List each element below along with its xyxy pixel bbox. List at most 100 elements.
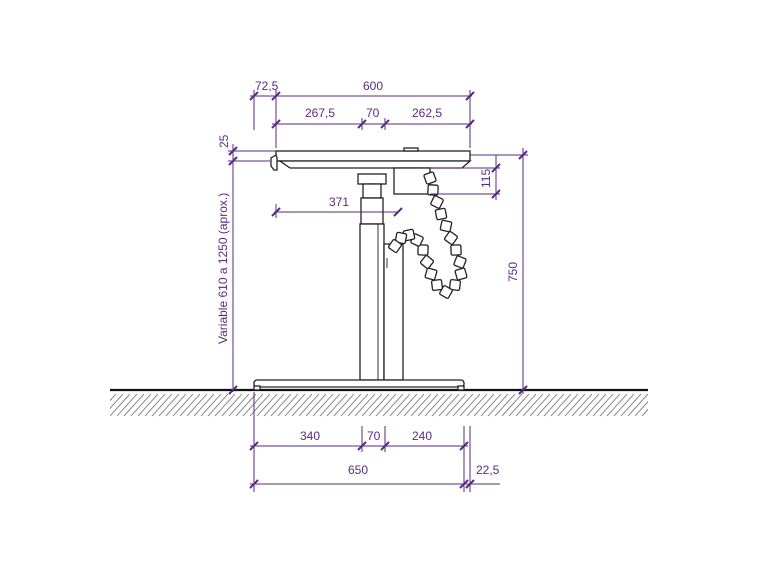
hatch-line — [634, 401, 648, 417]
dim-frame-reach: 371 — [329, 195, 349, 209]
hatch-line — [417, 393, 439, 417]
dimension-tick — [518, 150, 528, 160]
hatch-line — [431, 393, 453, 417]
hatch-line — [326, 393, 348, 417]
cable-chain — [387, 171, 468, 299]
hatch-line — [116, 393, 138, 417]
hatch-line — [256, 393, 278, 417]
dim-top-thickness: 25 — [217, 134, 231, 148]
dimension-tick — [271, 119, 281, 129]
hatch-line — [403, 393, 425, 417]
hatch-line — [277, 393, 299, 417]
hatch-line — [214, 393, 236, 417]
cable-chain-link — [423, 171, 437, 185]
hatch-line — [466, 393, 488, 417]
cable-chain-link — [454, 267, 468, 281]
hatch-line — [110, 393, 131, 417]
dimension-tick — [518, 385, 528, 395]
hatch-line — [270, 393, 292, 417]
hatch-line — [158, 393, 180, 417]
dimension-tick — [271, 207, 281, 217]
desk — [253, 147, 472, 391]
dimension-tick — [465, 119, 475, 129]
hatch-line — [382, 393, 404, 417]
dimension-tick — [380, 119, 390, 129]
hatch-line — [480, 393, 502, 417]
dimension-tick — [491, 189, 501, 199]
hatch-line — [459, 393, 481, 417]
dim-base-column: 70 — [367, 429, 381, 443]
hatch-line — [200, 393, 222, 417]
dimension-tick — [459, 441, 469, 451]
dimension-tick — [271, 91, 281, 101]
hatch-line — [235, 393, 257, 417]
dim-top-column: 70 — [366, 106, 380, 120]
cable-chain-link — [434, 207, 448, 221]
hatch-line — [144, 393, 166, 417]
dimension-tick — [393, 207, 403, 217]
hatch-line — [438, 393, 460, 417]
dim-top-total: 600 — [363, 79, 383, 93]
dim-base-right-segment: 240 — [412, 429, 432, 443]
dimension-tick — [357, 119, 367, 129]
hatch-line — [494, 393, 516, 417]
hatch-line — [550, 393, 572, 417]
dim-variable-height: Variable 610 a 1250 (aprox.) — [216, 193, 230, 344]
hatch-line — [543, 393, 565, 417]
hatch-line — [172, 393, 194, 417]
hatch-line — [571, 393, 593, 417]
dimension-tick — [465, 479, 475, 489]
cable-chain-link — [430, 278, 444, 292]
hatch-line — [375, 393, 397, 417]
hatch-line — [599, 393, 621, 417]
tabletop-underside — [277, 160, 472, 169]
dim-frame-drop: 115 — [479, 169, 493, 188]
hatch-line — [291, 393, 313, 417]
column-top-collar — [357, 173, 387, 185]
dim-base-total: 650 — [348, 463, 368, 477]
control-paddle — [270, 154, 278, 171]
dim-total-height: 750 — [506, 262, 520, 282]
dimension-lines — [228, 90, 528, 492]
hatch-line — [620, 393, 642, 417]
hatch-line — [649, 394, 669, 416]
hatch-line — [452, 393, 474, 417]
dim-top-right-segment: 262,5 — [412, 106, 442, 120]
floor — [110, 388, 669, 417]
hatch-line — [515, 393, 537, 417]
hatch-line — [165, 393, 187, 417]
cable-chain-link — [450, 244, 462, 256]
hatch-line — [354, 393, 376, 417]
hatch-line — [298, 393, 320, 417]
dimension-tick — [459, 479, 469, 489]
hatch-line — [123, 393, 145, 417]
foot-pad-right — [457, 385, 465, 391]
dimension-tick — [465, 91, 475, 101]
dimension-tick — [228, 385, 238, 395]
dimension-tick — [228, 156, 238, 166]
hatch-line — [319, 393, 341, 417]
hatch-line — [473, 393, 495, 417]
hatch-line — [347, 393, 369, 417]
hatch-line — [207, 393, 229, 417]
hatch-line — [333, 393, 355, 417]
dimension-tick — [249, 91, 259, 101]
frame-bracket — [393, 167, 431, 195]
hatch-line — [305, 393, 327, 417]
dimension-tick — [249, 479, 259, 489]
dimension-tick — [249, 441, 259, 451]
hatch-line — [592, 393, 614, 417]
cable-chain-link — [387, 238, 403, 254]
hatch-line — [585, 393, 607, 417]
cable-chain-link — [424, 267, 438, 281]
hatch-line — [110, 393, 117, 402]
cable-chain-link — [453, 255, 467, 269]
cable-chain-link — [427, 184, 439, 196]
dimension-tick — [380, 441, 390, 451]
hatch-line — [137, 393, 159, 417]
hatch-line — [110, 393, 124, 409]
dimension-labels: 72,5 600 267,5 70 262,5 371 340 70 240 6… — [216, 79, 520, 477]
hatch-line — [284, 393, 306, 417]
